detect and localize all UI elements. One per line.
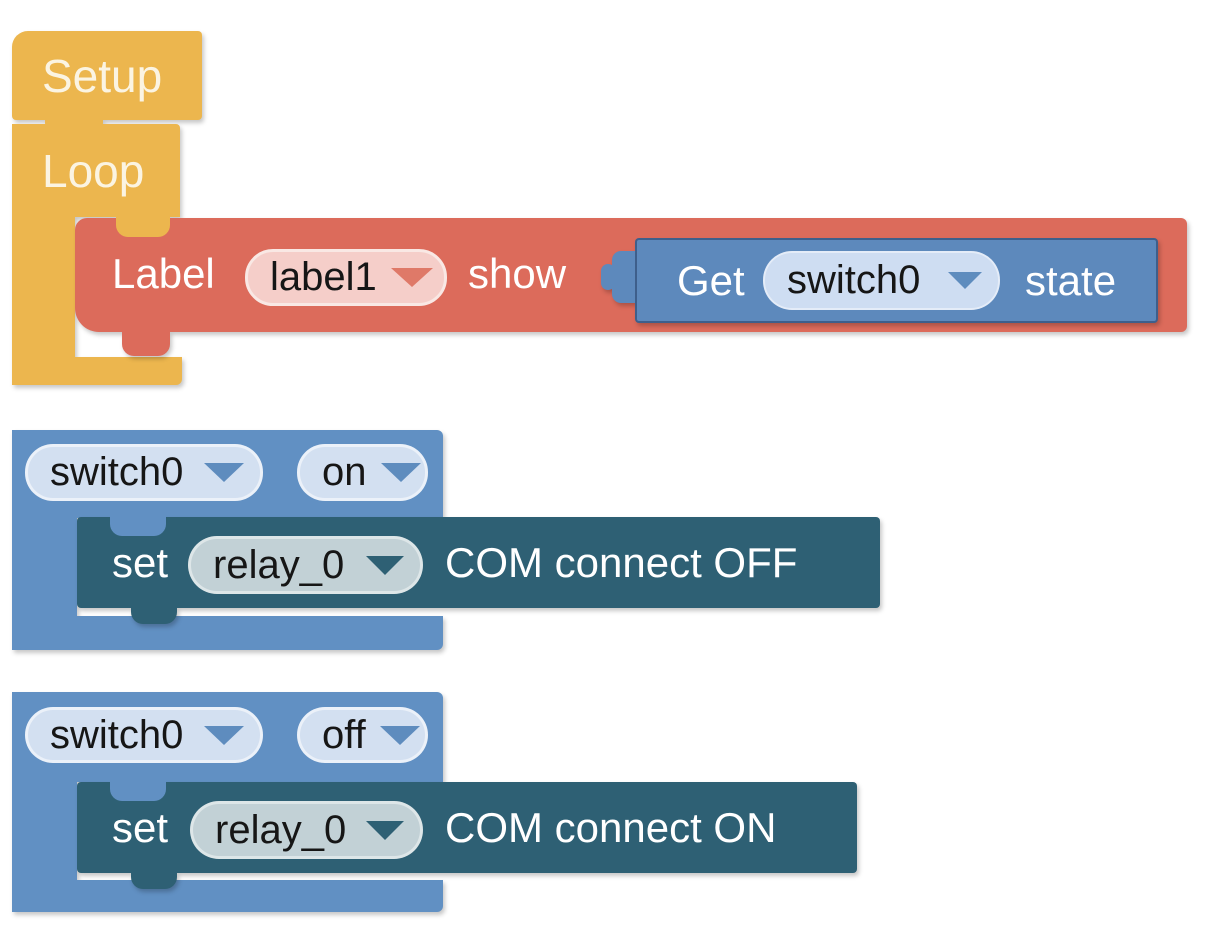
state-dropdown-on-value: on bbox=[322, 450, 367, 494]
com-connect-on-label: COM connect ON bbox=[445, 803, 777, 851]
switch-dropdown-value: switch0 bbox=[50, 450, 184, 494]
dropdown-arrow-icon bbox=[204, 463, 244, 482]
loop-block-foot bbox=[12, 357, 182, 385]
switch-off-statement-connector bbox=[110, 779, 166, 801]
label-show-bottom-connector bbox=[122, 330, 170, 356]
switch-dropdown-get-value: switch0 bbox=[787, 258, 921, 302]
loop-label: Loop bbox=[42, 144, 145, 197]
show-label: show bbox=[468, 250, 567, 297]
label-prefix: Label bbox=[112, 250, 215, 297]
switch-dropdown-on-event[interactable]: switch0 bbox=[25, 444, 263, 501]
get-state-output-connector bbox=[612, 251, 638, 303]
switch-on-statement-connector bbox=[110, 514, 166, 536]
set-label: set bbox=[112, 538, 169, 586]
relay-dropdown-off-value: relay_0 bbox=[213, 542, 345, 587]
get-state-output-connector-nub bbox=[601, 264, 615, 290]
dropdown-arrow-icon bbox=[390, 268, 433, 287]
label-dropdown-value: label1 bbox=[270, 255, 377, 299]
set-label: set bbox=[112, 803, 169, 851]
dropdown-arrow-icon bbox=[366, 820, 404, 840]
dropdown-arrow-icon bbox=[380, 463, 421, 482]
switch-on-block-foot bbox=[12, 616, 443, 650]
relay-dropdown-off[interactable]: relay_0 bbox=[188, 536, 423, 594]
state-label: state bbox=[1025, 256, 1117, 304]
loop-statement-connector bbox=[116, 214, 170, 237]
com-connect-off-label: COM connect OFF bbox=[445, 538, 798, 586]
switch-dropdown-get[interactable]: switch0 bbox=[763, 251, 1000, 310]
relay-dropdown-on-value: relay_0 bbox=[215, 807, 347, 852]
get-prefix: Get bbox=[677, 256, 745, 304]
label-show-block[interactable] bbox=[75, 218, 1187, 332]
switch-off-block-foot bbox=[12, 880, 443, 912]
switch-dropdown-value: switch0 bbox=[50, 712, 184, 757]
dropdown-arrow-icon bbox=[366, 555, 404, 575]
setup-label: Setup bbox=[42, 49, 163, 102]
state-dropdown-off-value: off bbox=[322, 712, 366, 757]
state-dropdown-off[interactable]: off bbox=[297, 707, 428, 763]
dropdown-arrow-icon bbox=[204, 725, 244, 745]
dropdown-arrow-icon bbox=[379, 725, 420, 745]
label-dropdown[interactable]: label1 bbox=[245, 249, 447, 306]
dropdown-arrow-icon bbox=[948, 272, 982, 289]
relay-dropdown-on[interactable]: relay_0 bbox=[190, 801, 423, 859]
switch-dropdown-off-event[interactable]: switch0 bbox=[25, 707, 263, 763]
state-dropdown-on[interactable]: on bbox=[297, 444, 428, 501]
